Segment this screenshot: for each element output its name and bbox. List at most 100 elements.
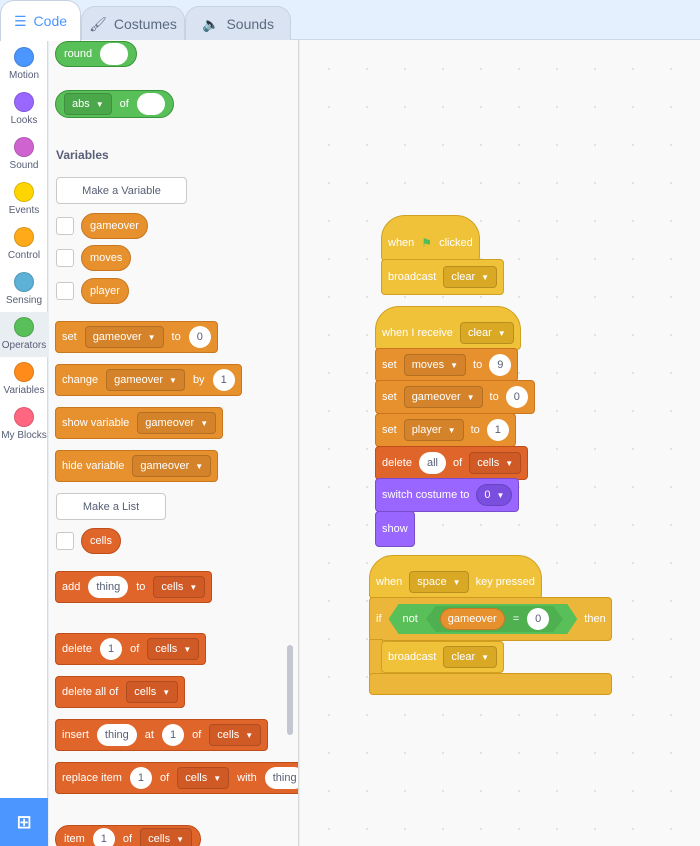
broadcast-block[interactable]: broadcast clear▼ xyxy=(381,259,505,295)
variable-reporter[interactable]: gameover xyxy=(81,213,148,239)
round-input[interactable] xyxy=(100,43,129,65)
variable-dropdown[interactable]: gameover▼ xyxy=(403,386,483,408)
if-then-block[interactable]: if not gameover = 0 then xyxy=(369,597,612,641)
costume-dropdown[interactable]: 0▼ xyxy=(476,484,513,506)
chevron-down-icon: ▼ xyxy=(481,652,490,662)
index-input[interactable]: 1 xyxy=(161,724,185,746)
when-key-pressed-block[interactable]: when space▼ key pressed xyxy=(369,555,542,599)
category-sensing[interactable]: Sensing xyxy=(0,267,48,312)
variable-reporter[interactable]: moves xyxy=(81,245,132,271)
value-input[interactable]: 1 xyxy=(486,419,509,441)
block-label: when I receive xyxy=(382,327,453,339)
equals-operator[interactable]: gameover = 0 xyxy=(426,606,563,632)
variable-dropdown[interactable]: player▼ xyxy=(403,419,464,441)
insert-block[interactable]: insert thing at 1 of cells▼ xyxy=(55,719,269,751)
value-input[interactable]: 1 xyxy=(212,369,235,391)
round-block[interactable]: round xyxy=(55,41,138,67)
abs-input[interactable] xyxy=(136,93,165,115)
set-variable-block[interactable]: set player▼ to 1 xyxy=(375,413,516,447)
variable-dropdown[interactable]: gameover▼ xyxy=(84,326,164,348)
variable-dropdown[interactable]: moves▼ xyxy=(403,354,467,376)
variable-dropdown[interactable]: gameover▼ xyxy=(137,412,217,434)
make-variable-button[interactable]: Make a Variable xyxy=(56,177,187,204)
delete-all-block[interactable]: delete all of cells▼ xyxy=(55,676,186,708)
variable-reporter[interactable]: player xyxy=(81,278,129,304)
value-input[interactable]: thing xyxy=(264,767,298,789)
list-dropdown[interactable]: cells▼ xyxy=(153,576,206,598)
list-reporter[interactable]: cells xyxy=(81,528,122,554)
block-label: set xyxy=(382,424,397,436)
value-input[interactable]: 0 xyxy=(527,608,549,630)
item-of-list-block[interactable]: item 1 of cells▼ xyxy=(55,825,202,846)
not-operator[interactable]: not gameover = 0 xyxy=(389,604,578,634)
show-block[interactable]: show xyxy=(375,511,415,547)
replace-item-block[interactable]: replace item 1 of cells▼ with thing xyxy=(55,762,298,794)
block-label: round xyxy=(64,48,93,60)
value-input[interactable]: 0 xyxy=(188,326,211,348)
variable-checkbox[interactable] xyxy=(56,217,74,235)
category-motion[interactable]: Motion xyxy=(0,42,48,87)
value-input[interactable]: 0 xyxy=(505,386,528,408)
change-variable-block[interactable]: change gameover▼ by 1 xyxy=(55,364,242,396)
block-label: clicked xyxy=(439,237,473,249)
abs-block[interactable]: abs▼ of xyxy=(55,90,174,118)
hide-variable-block[interactable]: hide variable gameover▼ xyxy=(55,450,219,482)
when-i-receive-block[interactable]: when I receive clear▼ xyxy=(375,306,521,350)
value-input[interactable]: thing xyxy=(88,576,129,598)
message-dropdown[interactable]: clear ▼ xyxy=(443,646,498,668)
category-variables[interactable]: Variables xyxy=(0,357,48,402)
index-input[interactable]: 1 xyxy=(129,767,153,789)
add-to-list-block[interactable]: add thing to cells▼ xyxy=(55,571,213,603)
variable-dropdown[interactable]: gameover▼ xyxy=(132,455,212,477)
show-variable-block[interactable]: show variable gameover▼ xyxy=(55,407,224,439)
tab-sounds[interactable]: 🔈 Sounds xyxy=(185,6,291,41)
list-dropdown[interactable]: cells▼ xyxy=(147,638,200,660)
broadcast-block[interactable]: broadcast clear▼ xyxy=(381,641,505,673)
set-variable-block[interactable]: set gameover▼ to 0 xyxy=(55,321,218,353)
message-dropdown[interactable]: clear▼ xyxy=(443,266,498,288)
make-list-button[interactable]: Make a List xyxy=(56,493,166,520)
block-label: delete xyxy=(382,457,412,469)
list-dropdown[interactable]: cells▼ xyxy=(469,452,522,474)
sensing-color-icon xyxy=(14,272,34,292)
add-extension-button[interactable]: ⊞ xyxy=(0,798,48,846)
set-variable-block[interactable]: set gameover▼ to 0 xyxy=(375,380,535,414)
abs-dropdown[interactable]: abs▼ xyxy=(64,93,112,115)
category-sound[interactable]: Sound xyxy=(0,132,48,177)
tab-code[interactable]: ☰ Code xyxy=(0,0,81,41)
set-variable-block[interactable]: set moves▼ to 9 xyxy=(375,348,519,382)
value-input[interactable]: 9 xyxy=(489,354,512,376)
category-control[interactable]: Control xyxy=(0,222,48,267)
block-label: when xyxy=(376,576,403,588)
category-my-blocks[interactable]: My Blocks xyxy=(0,402,48,447)
delete-from-list-block[interactable]: delete 1 of cells▼ xyxy=(55,633,207,665)
category-operators[interactable]: Operators xyxy=(0,312,48,357)
script-workspace[interactable]: when ⚑ clicked broadcast clear▼ when I r… xyxy=(300,40,700,846)
dropdown-value: clear xyxy=(451,651,476,663)
value-input[interactable]: 1 xyxy=(99,638,123,660)
variable-checkbox[interactable] xyxy=(56,249,74,267)
list-dropdown[interactable]: cells▼ xyxy=(177,767,230,789)
index-input[interactable]: 1 xyxy=(92,828,115,846)
variable-checkbox[interactable] xyxy=(56,282,74,300)
variable-reporter[interactable]: gameover xyxy=(440,608,505,630)
list-dropdown[interactable]: cells▼ xyxy=(126,681,179,703)
list-checkbox[interactable] xyxy=(56,532,74,550)
category-looks[interactable]: Looks xyxy=(0,87,48,132)
delete-from-list-block[interactable]: delete all of cells▼ xyxy=(375,446,529,480)
block-label: hide variable xyxy=(62,460,125,472)
message-dropdown[interactable]: clear▼ xyxy=(459,322,514,344)
key-dropdown[interactable]: space▼ xyxy=(409,571,469,593)
value-input[interactable]: all xyxy=(418,452,446,474)
variable-dropdown[interactable]: gameover▼ xyxy=(106,369,185,391)
chevron-down-icon: ▼ xyxy=(450,360,459,370)
palette-scrollbar[interactable] xyxy=(287,645,293,735)
block-label: show variable xyxy=(62,417,130,429)
list-dropdown[interactable]: cells▼ xyxy=(140,828,193,846)
switch-costume-block[interactable]: switch costume to 0▼ xyxy=(375,478,520,512)
category-events[interactable]: Events xyxy=(0,177,48,222)
value-input[interactable]: thing xyxy=(96,724,137,746)
list-dropdown[interactable]: cells▼ xyxy=(209,724,262,746)
tab-costumes[interactable]: 🖌 Costumes xyxy=(81,6,185,41)
when-flag-clicked-block[interactable]: when ⚑ clicked xyxy=(381,215,480,261)
